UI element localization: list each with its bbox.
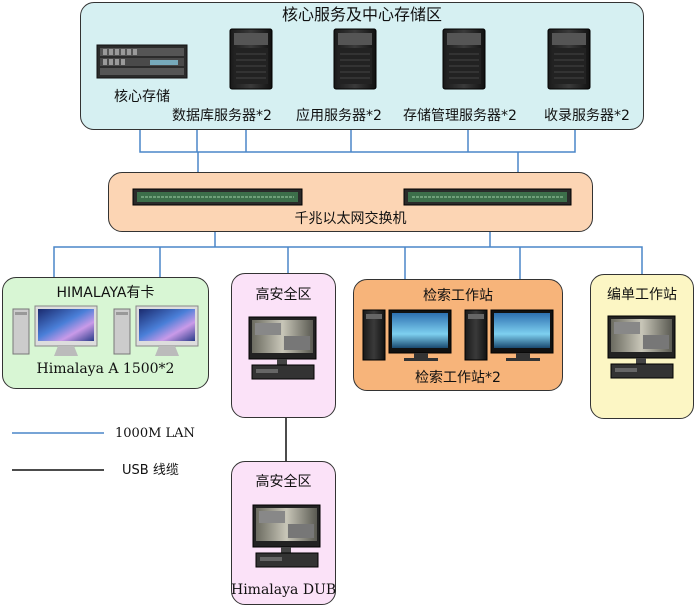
- legend-usb-label: USB 线缆: [122, 463, 179, 478]
- search-station-title: 检索工作站: [423, 288, 493, 304]
- himalaya-workstation-icon: [12, 305, 98, 356]
- secure-monitor-icon: [248, 316, 317, 380]
- core-storage-label: 核心存储: [114, 89, 170, 105]
- search-workstation-icon: [362, 309, 452, 361]
- legend-lan-label: 1000M LAN: [115, 426, 195, 441]
- app-server-label: 应用服务器*2: [296, 108, 382, 124]
- dub-monitor-icon: [252, 504, 321, 568]
- himalaya-card-title: HIMALAYA有卡: [56, 285, 155, 301]
- storage-mgmt-server-label: 存储管理服务器*2: [403, 108, 517, 124]
- db-server-tower-icon: [229, 28, 273, 90]
- network-switch-icon: [403, 188, 572, 206]
- ingest-server-tower-icon: [547, 28, 591, 90]
- app-server-tower-icon: [333, 28, 377, 90]
- switch-label: 千兆以太网交换机: [294, 211, 407, 227]
- network-switch-icon: [132, 188, 303, 206]
- secure-zone-2-caption: Himalaya DUB: [231, 582, 337, 598]
- access-bus-lines: [53, 232, 643, 279]
- storage-mgmt-server-tower-icon: [442, 28, 486, 90]
- storage-rack-icon: [96, 44, 188, 79]
- secure-zone-1-title: 高安全区: [255, 287, 312, 303]
- himalaya-workstation-icon: [113, 305, 199, 356]
- search-station-caption: 检索工作站*2: [415, 370, 501, 386]
- edit-station-title: 编单工作站: [607, 287, 677, 303]
- db-server-label: 数据库服务器*2: [172, 108, 272, 124]
- himalaya-card-caption: Himalaya A 1500*2: [36, 361, 175, 377]
- edit-monitor-icon: [607, 315, 676, 379]
- ingest-server-label: 收录服务器*2: [544, 108, 630, 124]
- core-zone-title: 核心服务及中心存储区: [281, 5, 442, 24]
- search-workstation-icon: [464, 309, 554, 361]
- secure-zone-2-title: 高安全区: [255, 474, 312, 490]
- core-bus-lines: [139, 130, 576, 172]
